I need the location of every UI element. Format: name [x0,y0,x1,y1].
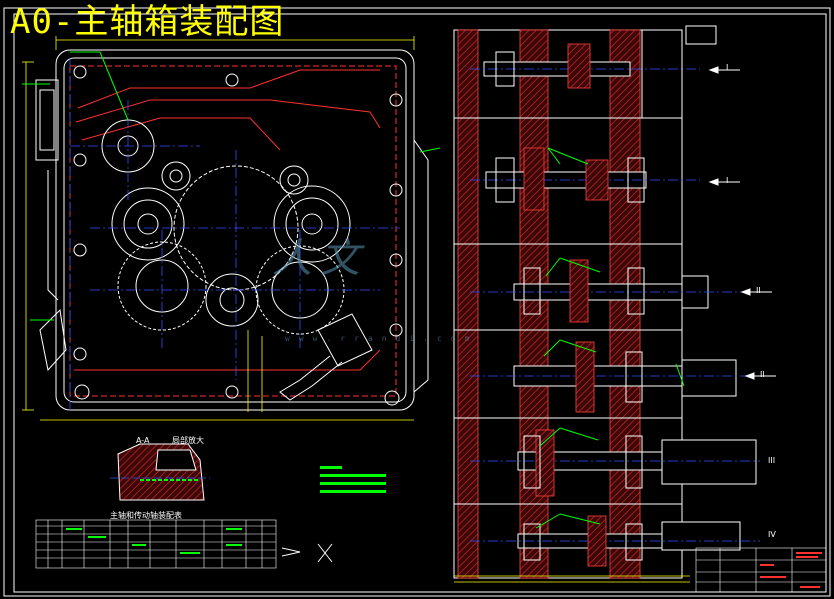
housing-red-lines [69,65,397,397]
dimension-lines [22,36,415,421]
view-label-5: III [768,456,776,465]
bearings [495,51,645,561]
unfolded-section [453,25,776,583]
housing-walls [457,29,641,579]
leader-tags [22,51,441,321]
housing-outline [35,49,429,411]
watermark-url: www.rrandi.com [285,334,479,343]
detail-label: 局部放大 [172,436,204,445]
front-view [22,36,441,421]
sheet-border [3,7,831,597]
bolt-holes [73,65,403,406]
section-label: A-A [136,436,150,445]
cut-arrow [281,543,333,563]
view-label-1: I [726,63,729,72]
section-arrows [708,66,776,380]
view-label-3: II [756,286,761,295]
view-label-4: II [760,370,765,379]
shift-lever [39,308,373,401]
table-green-marks [66,528,242,554]
view-label-6: IV [768,530,776,539]
watermark-text: 人文 [272,236,368,282]
table-title: 主轴和传动轴装配表 [110,511,182,520]
section-leaders [535,147,685,529]
center-lines [69,58,400,410]
legend-bars [320,466,386,493]
view-label-2: I [726,176,729,185]
section-detail [110,443,210,501]
assembly-table [35,519,277,569]
title-block [695,547,827,593]
title-block-marks [760,552,822,588]
drawing-title: A0-主轴箱装配图 [10,2,285,42]
